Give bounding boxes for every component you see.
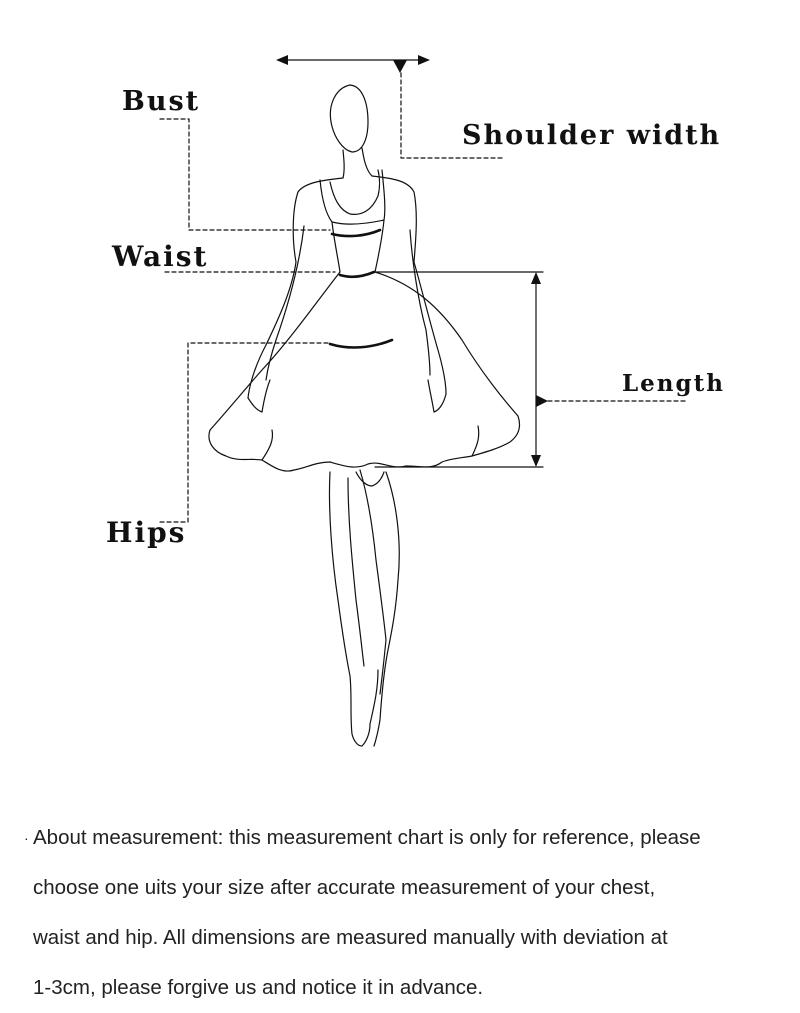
shoulder-width-arrow — [276, 55, 503, 159]
note-line: ·About measurement: this measurement cha… — [24, 813, 794, 863]
note-line: waist and hip. All dimensions are measur… — [33, 926, 668, 949]
measurement-diagram: Bust Shoulder width Waist Length Hips — [106, 55, 725, 747]
note-line-text: About measurement: this measurement char… — [33, 826, 701, 849]
shoulder-width-label: Shoulder width — [462, 120, 722, 151]
note-line: choose one uits your size after accurate… — [33, 876, 656, 899]
bust-leader-line — [159, 118, 331, 231]
hips-leader-line — [159, 342, 329, 523]
note-line: 1-3cm, please forgive us and notice it i… — [33, 976, 484, 999]
hips-label: Hips — [106, 516, 187, 549]
measurement-note: ·About measurement: this measurement cha… — [24, 813, 794, 1013]
bullet-dot: · — [24, 830, 29, 846]
bust-label: Bust — [122, 86, 201, 117]
waist-label: Waist — [112, 240, 209, 273]
figure-outline — [208, 84, 521, 747]
dress-figure-illustration — [159, 55, 686, 747]
length-label: Length — [622, 370, 725, 397]
